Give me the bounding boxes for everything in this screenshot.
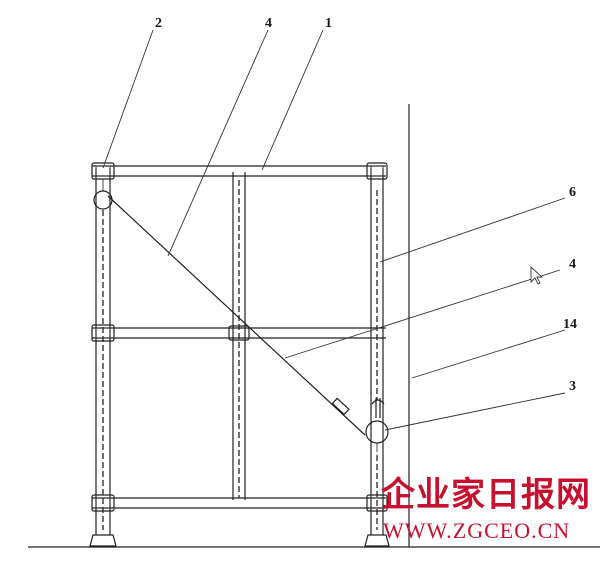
callout-14: 14 bbox=[563, 317, 577, 332]
callout-2: 2 bbox=[155, 16, 162, 31]
right-post bbox=[370, 168, 384, 535]
callout-4-top: 4 bbox=[265, 16, 272, 31]
callout-6: 6 bbox=[569, 185, 576, 200]
middle-post bbox=[232, 172, 246, 500]
watermark-brand-url: WWW.ZGCEO.CN bbox=[383, 518, 571, 543]
bottom-pulley bbox=[365, 398, 389, 452]
callout-4-right: 4 bbox=[569, 257, 576, 272]
callout-3: 3 bbox=[569, 379, 576, 394]
top-pulley bbox=[93, 179, 113, 210]
base-plates bbox=[89, 534, 390, 547]
middle-beam bbox=[92, 327, 386, 339]
mouse-cursor-icon bbox=[530, 265, 544, 285]
left-post bbox=[95, 168, 111, 535]
top-beam bbox=[92, 165, 386, 177]
leader-lines bbox=[102, 29, 566, 431]
watermark-brand-cn: 企业家日报网 bbox=[381, 475, 591, 515]
diagonal-rope bbox=[107, 195, 366, 436]
bottom-beam bbox=[92, 497, 386, 509]
callout-1: 1 bbox=[325, 16, 332, 31]
rope-tensioner bbox=[331, 397, 350, 416]
